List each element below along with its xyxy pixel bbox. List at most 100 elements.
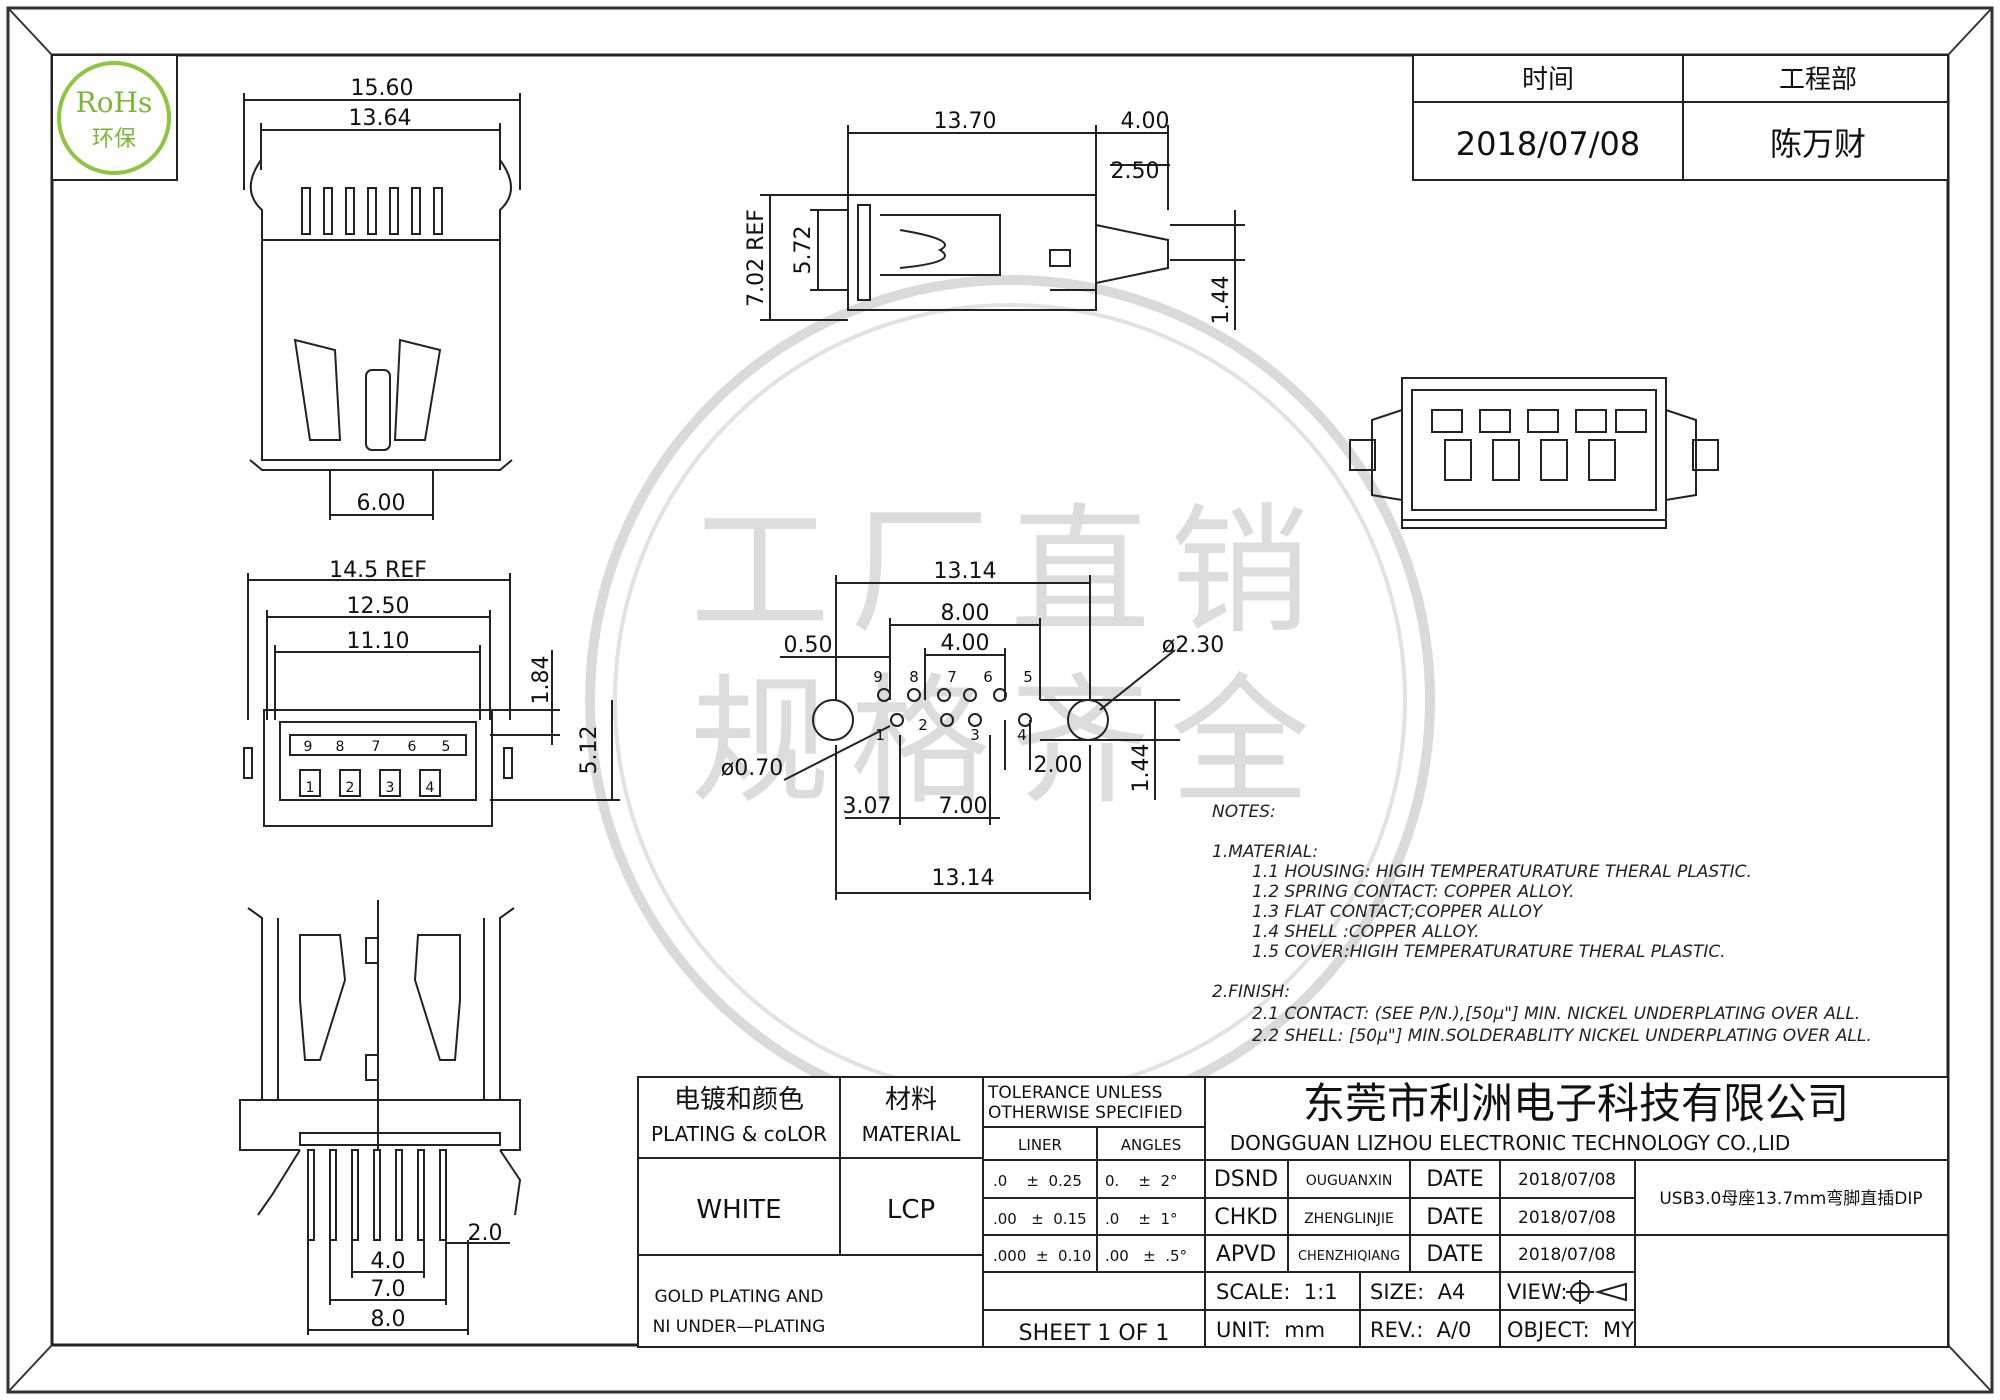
notes-material-3: 1.3 FLAT CONTACT;COPPER ALLOY [1252,902,1544,922]
dim-side-4: 7.02 REF [744,209,769,307]
dim-footprint-hole: ø2.30 [1162,633,1224,658]
dim-footprint-200: 2.00 [1034,753,1083,778]
watermark-line1: 工厂直销 [690,491,1330,654]
tb-scale: SCALE: 1:1 [1216,1280,1338,1304]
tb-row2-date-label: DATE [1426,1205,1483,1230]
dim-side-6: 1.44 [1209,276,1234,325]
dim-bottom-3: 7.0 [371,1277,406,1302]
tb-row3-date: 2018/07/08 [1518,1245,1616,1265]
notes-material-2: 1.2 SPRING CONTACT: COPPER ALLOY. [1252,882,1575,902]
tb-plating-value-2: NI UNDER—PLATING [653,1317,826,1337]
tb-company-en: DONGGUAN LIZHOU ELECTRONIC TECHNOLOGY CO… [1230,1131,1791,1155]
tb-company-cn: 东莞市利洲电子科技有限公司 [1303,1079,1849,1128]
dim-top-left-3: 6.00 [357,491,406,516]
dim-side-3: 2.50 [1111,159,1160,184]
tb-row3-name: CHENZHIQIANG [1298,1249,1400,1264]
tb-material-cn: 材料 [885,1085,937,1115]
dim-side-1: 13.70 [934,109,997,134]
header-table: 时间 工程部 2018/07/08 陈万财 [1412,54,1949,181]
tb-row1-date-label: DATE [1426,1167,1483,1192]
fp-pin-8: 8 [909,668,919,686]
tb-tol-angle-3: .00 ± .5° [1105,1247,1187,1265]
dim-footprint-144: 1.44 [1129,744,1154,793]
rohs-subtext: 环保 [92,127,136,152]
tb-row2-date: 2018/07/08 [1518,1208,1616,1228]
view-footprint [780,575,1180,900]
dim-top-left-2: 13.64 [349,106,412,131]
front-pin-1: 1 [306,780,315,796]
rohs-logo: RoHs 环保 [51,54,178,181]
tb-row2-role: CHKD [1214,1205,1277,1230]
fp-pin-7: 7 [947,668,957,686]
dim-bottom-2: 4.0 [371,1249,406,1274]
tb-unit: UNIT: mm [1216,1318,1325,1342]
tb-color-value: WHITE [696,1195,781,1225]
notes-finish-1: 2.1 CONTACT: (SEE P/N.),[50μ"] MIN. NICK… [1252,1004,1860,1024]
dim-bottom-1: 2.0 [468,1221,503,1246]
view-side [760,125,1245,330]
tb-tol-liner-3: .000 ± 0.10 [993,1247,1091,1265]
dim-footprint-700: 7.00 [939,794,988,819]
tb-row1-date: 2018/07/08 [1518,1170,1616,1190]
tb-tol-angle-1: 0. ± 2° [1105,1172,1178,1190]
dim-footprint-307: 3.07 [843,794,892,819]
dim-front-1: 14.5 REF [329,558,427,583]
tb-row3-date-label: DATE [1426,1242,1483,1267]
tb-plating-value-1: GOLD PLATING AND [654,1287,823,1307]
tb-part-desc: USB3.0母座13.7mm弯脚直插DIP [1659,1189,1922,1209]
notes-finish-heading: 2.FINISH: [1212,982,1290,1002]
view-front [243,573,620,827]
header-col2-label: 工程部 [1779,65,1857,95]
tb-view: VIEW: [1507,1280,1567,1304]
notes-material-4: 1.4 SHELL :COPPER ALLOY. [1252,922,1480,942]
front-pin-4: 4 [426,780,435,796]
fp-pin-3: 3 [970,726,980,744]
view-bottom [239,900,522,1335]
tb-tol-liner-2: .00 ± 0.15 [993,1210,1087,1228]
tb-row1-role: DSND [1214,1167,1278,1192]
notes: NOTES: 1.MATERIAL: 1.1 HOUSING: HIGIH TE… [1212,802,1872,1046]
fp-pin-1: 1 [875,726,885,744]
tb-material-en: MATERIAL [862,1122,962,1146]
tb-angles: ANGLES [1121,1136,1181,1154]
dim-bottom-4: 8.0 [371,1307,406,1332]
tb-tolerance-2: OTHERWISE SPECIFIED [988,1103,1182,1123]
tb-row2-name: ZHENGLINJIE [1304,1211,1394,1227]
fp-pin-5: 5 [1023,668,1033,686]
tb-row3-role: APVD [1216,1242,1276,1267]
fp-pin-2: 2 [918,716,928,734]
header-col1-value: 2018/07/08 [1456,125,1640,163]
tb-plating-en: PLATING & coLOR [651,1122,827,1146]
title-block [637,1076,1949,1348]
watermark-line2: 规格齐全 [690,661,1330,824]
tb-liner: LINER [1018,1136,1062,1154]
dim-front-4: 1.84 [529,656,554,705]
tb-sheet: SHEET 1 OF 1 [1019,1321,1170,1346]
tb-size: SIZE: A4 [1370,1280,1465,1304]
dim-top-left-1: 15.60 [351,76,414,101]
dim-side-2: 4.00 [1121,109,1170,134]
front-pin-8: 8 [336,739,345,755]
dim-side-5: 5.72 [791,226,816,275]
notes-material-1: 1.1 HOUSING: HIGIH TEMPERATURATURE THERA… [1252,862,1752,882]
tb-row1-name: OUGUANXIN [1306,1173,1393,1189]
front-pin-5: 5 [442,739,451,755]
dim-footprint-050: 0.50 [784,633,833,658]
notes-finish-2: 2.2 SHELL: [50μ"] MIN.SOLDERABLITY NICKE… [1252,1026,1872,1046]
dim-footprint-bottom: 13.14 [932,866,995,891]
notes-title: NOTES: [1212,802,1276,822]
view-top-left [243,93,521,520]
tb-rev: REV.: A/0 [1370,1318,1471,1342]
rohs-text: RoHs [76,86,153,119]
front-pin-6: 6 [408,739,417,755]
fp-pin-6: 6 [983,668,993,686]
header-col2-value: 陈万财 [1770,125,1866,163]
fp-pin-9: 9 [873,668,883,686]
tb-tolerance-1: TOLERANCE UNLESS [987,1083,1162,1103]
dim-footprint-4: 4.00 [941,631,990,656]
projection-symbol-icon [1566,1280,1627,1304]
tb-tol-angle-2: .0 ± 1° [1105,1210,1178,1228]
dim-footprint-pin: ø0.70 [721,756,783,781]
front-pin-2: 2 [346,780,355,796]
